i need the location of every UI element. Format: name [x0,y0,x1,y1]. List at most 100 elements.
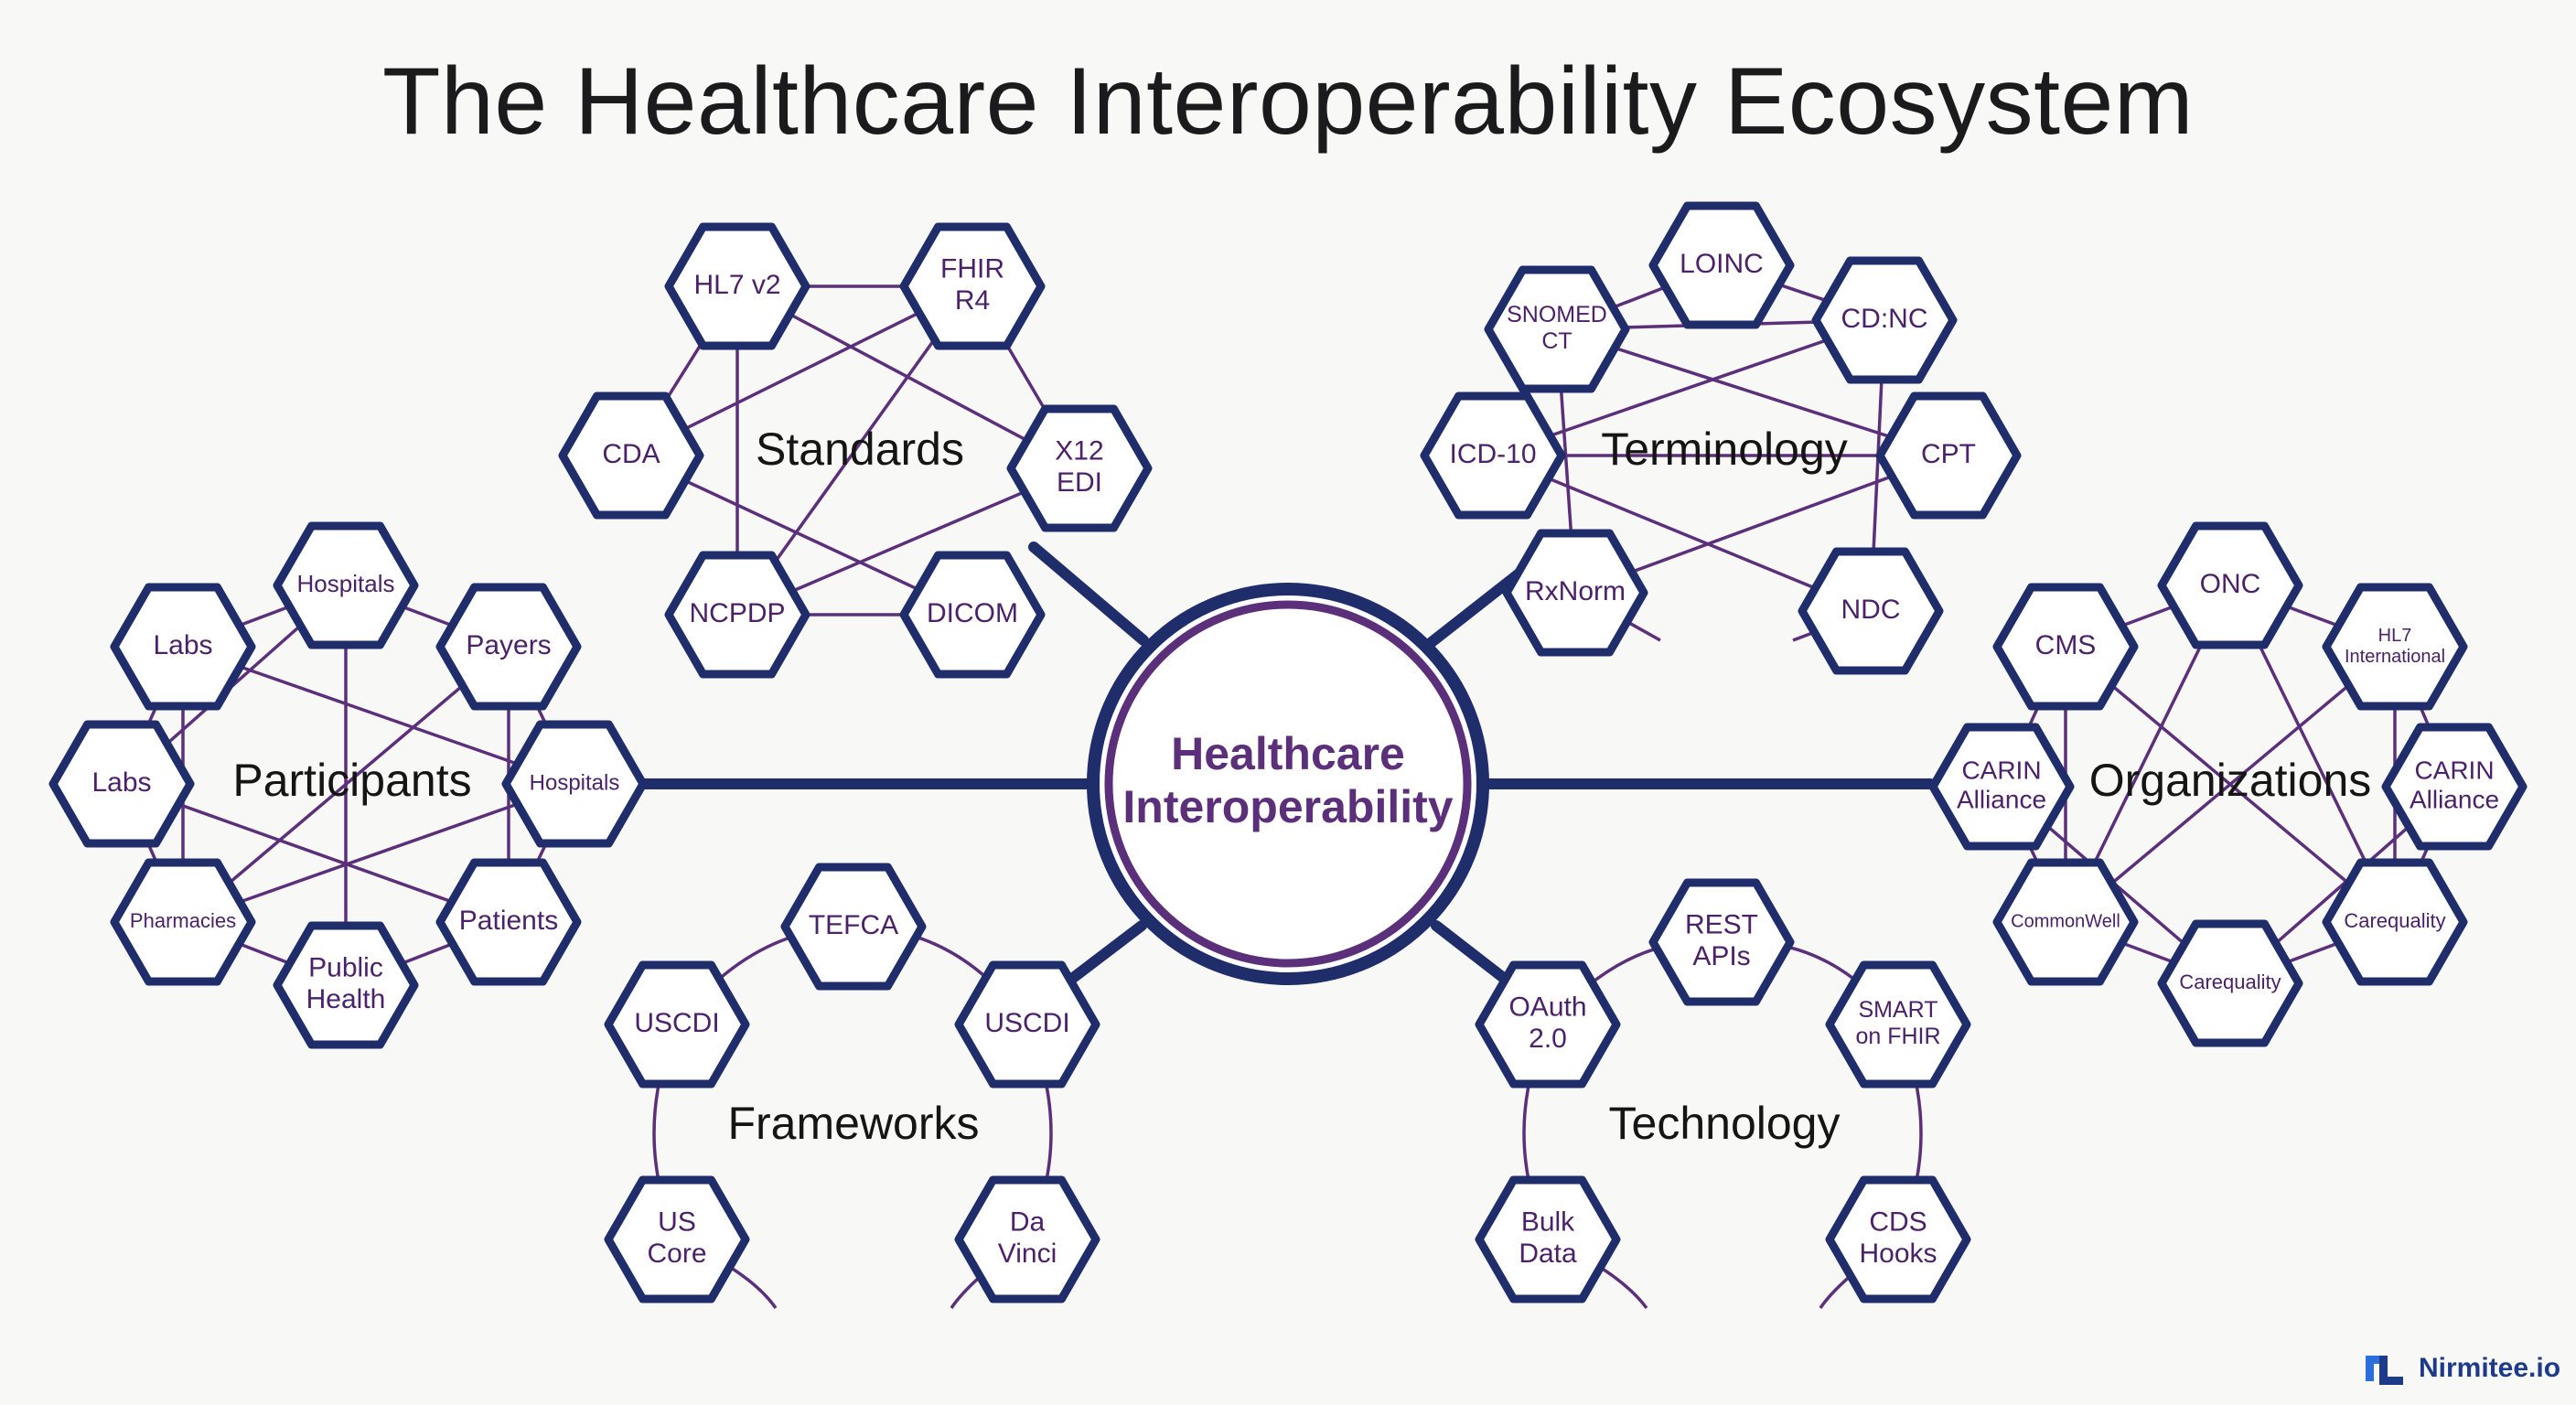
participants-cluster-label: Participants [232,755,471,806]
hexagon-shape [1992,858,2139,986]
node-label: Hooks [1859,1239,1937,1269]
hexagon-shape [1798,547,1944,675]
hexagon-shape [110,858,256,986]
node-label: ONC [2200,569,2261,599]
node-label: FHIR [940,254,1004,284]
node-label: HL7 [2378,626,2412,646]
hexagon-shape [2322,858,2468,986]
node-label: Vinci [998,1239,1057,1269]
node-label: Data [1519,1239,1577,1269]
hexagon-shape [1928,723,2075,851]
node-label: Carequality [2179,971,2281,993]
node-participants-patients: Patients [435,858,582,986]
node-label: CMS [2035,630,2097,660]
hexagon-shape [1811,256,1958,384]
node-label: CT [1541,328,1572,354]
node-terminology-icd10: ICD-10 [1420,391,1566,520]
hexagon-shape [1992,583,2139,711]
node-standards-cda: CDA [558,391,704,520]
hexagon-shape [435,583,582,711]
node-standards-dicom: DICOM [899,551,1046,679]
node-label: on FHIR [1855,1024,1940,1049]
node-label: CDS [1869,1207,1927,1238]
hexagon-shape [664,222,810,350]
node-organizations-carequality-right: Carequality [2322,858,2468,986]
node-label: Pharmacies [130,909,236,932]
terminology-cluster-label: Terminology [1601,424,1848,475]
node-participants-payers: Payers [435,583,582,711]
nirmitee-logo-icon [2366,1356,2403,1385]
hexagon-shape [273,921,419,1049]
node-label: 2.0 [1529,1024,1567,1054]
node-label: Bulk [1521,1207,1575,1238]
node-standards-hl7v2: HL7 v2 [664,222,810,350]
node-participants-labs-top: Labs [110,583,256,711]
terminology-connector [1492,454,1872,613]
node-label: CPT [1921,439,1976,469]
hexagon-shape [664,551,810,679]
organizations-connector [2064,645,2397,924]
hexagon-shape [2381,723,2528,851]
spoke-standards [1028,542,1149,646]
node-label: CD:NC [1841,304,1928,334]
node-label: OAuth [1508,992,1586,1023]
terminology-connector [1492,318,1885,457]
node-label: Labs [153,630,212,660]
node-label: Health [306,984,386,1014]
brand-footer: Nirmitee.io [2366,1352,2560,1385]
hexagon-shape [48,720,195,848]
node-participants-pharmacies: Pharmacies [110,858,256,986]
hexagon-shape [1475,960,1621,1089]
node-label: US [658,1207,696,1238]
hexagon-shape [1875,391,2022,520]
node-label: Carequality [2344,909,2445,932]
node-frameworks-tefca: TEFCA [780,863,927,991]
node-participants-hospitals-top: Hospitals [273,521,419,649]
node-label: HL7 v2 [693,270,780,300]
hexagon-shape [899,551,1046,679]
participants-connector [182,645,575,786]
node-label: USCDI [634,1008,719,1038]
hub-inner-ring [1104,600,1472,968]
node-label: Da [1010,1207,1046,1238]
hexagon-shape [2322,583,2468,711]
participants-connector [182,782,575,924]
terminology-connector [1556,327,1949,457]
node-label: REST [1685,910,1758,940]
hexagon-shape [1420,391,1566,520]
technology-cluster-label: Technology [1609,1098,1841,1149]
node-participants-labs-left: Labs [48,720,195,848]
node-label: International [2345,647,2445,667]
node-label: R4 [955,285,990,316]
organizations-cluster-label: Organizations [2089,755,2372,806]
hexagon-shape [604,1175,750,1303]
node-organizations-carequality-bottom: Carequality [2157,919,2303,1047]
node-label: Hospitals [297,570,395,597]
hub-label-line2: Interoperability [1122,781,1453,832]
node-terminology-ndc: NDC [1798,547,1944,675]
hexagon-shape [954,960,1100,1089]
hexagon-shape [435,858,582,986]
brand-name: Nirmitee.io [2419,1353,2561,1383]
node-label: EDI [1057,467,1102,498]
hexagon-shape [1648,201,1795,329]
cluster-organizations: Organizations ONC CMS HL7InternationalCARIN… [1928,521,2528,1047]
node-label: SNOMED [1507,302,1607,327]
node-label: CDA [602,439,660,469]
node-frameworks-uscdi-left: USCDI [604,960,750,1089]
